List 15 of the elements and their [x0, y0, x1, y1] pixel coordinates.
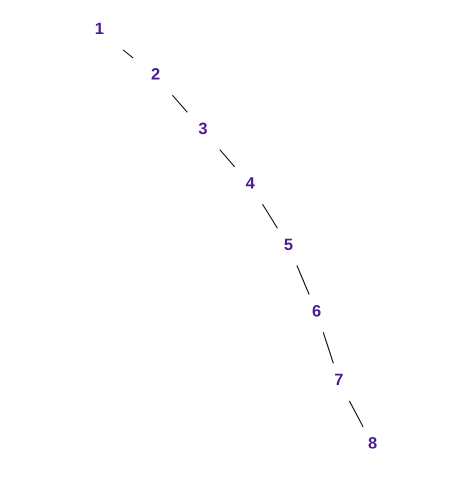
connector: [348, 400, 364, 428]
node-text: 8: [367, 434, 377, 453]
connector: [172, 94, 188, 113]
connector: [322, 332, 334, 364]
node-text: 3: [198, 120, 208, 138]
connector: [296, 265, 310, 295]
node-text: 1: [94, 20, 104, 38]
node-text: 7: [334, 371, 343, 390]
node-text: 6: [312, 302, 321, 320]
connector: [218, 149, 235, 168]
node-text: 5: [283, 236, 293, 254]
connector: [262, 204, 278, 228]
node-text: 4: [245, 174, 254, 192]
node-text: 2: [150, 65, 160, 84]
connector: [122, 49, 133, 58]
